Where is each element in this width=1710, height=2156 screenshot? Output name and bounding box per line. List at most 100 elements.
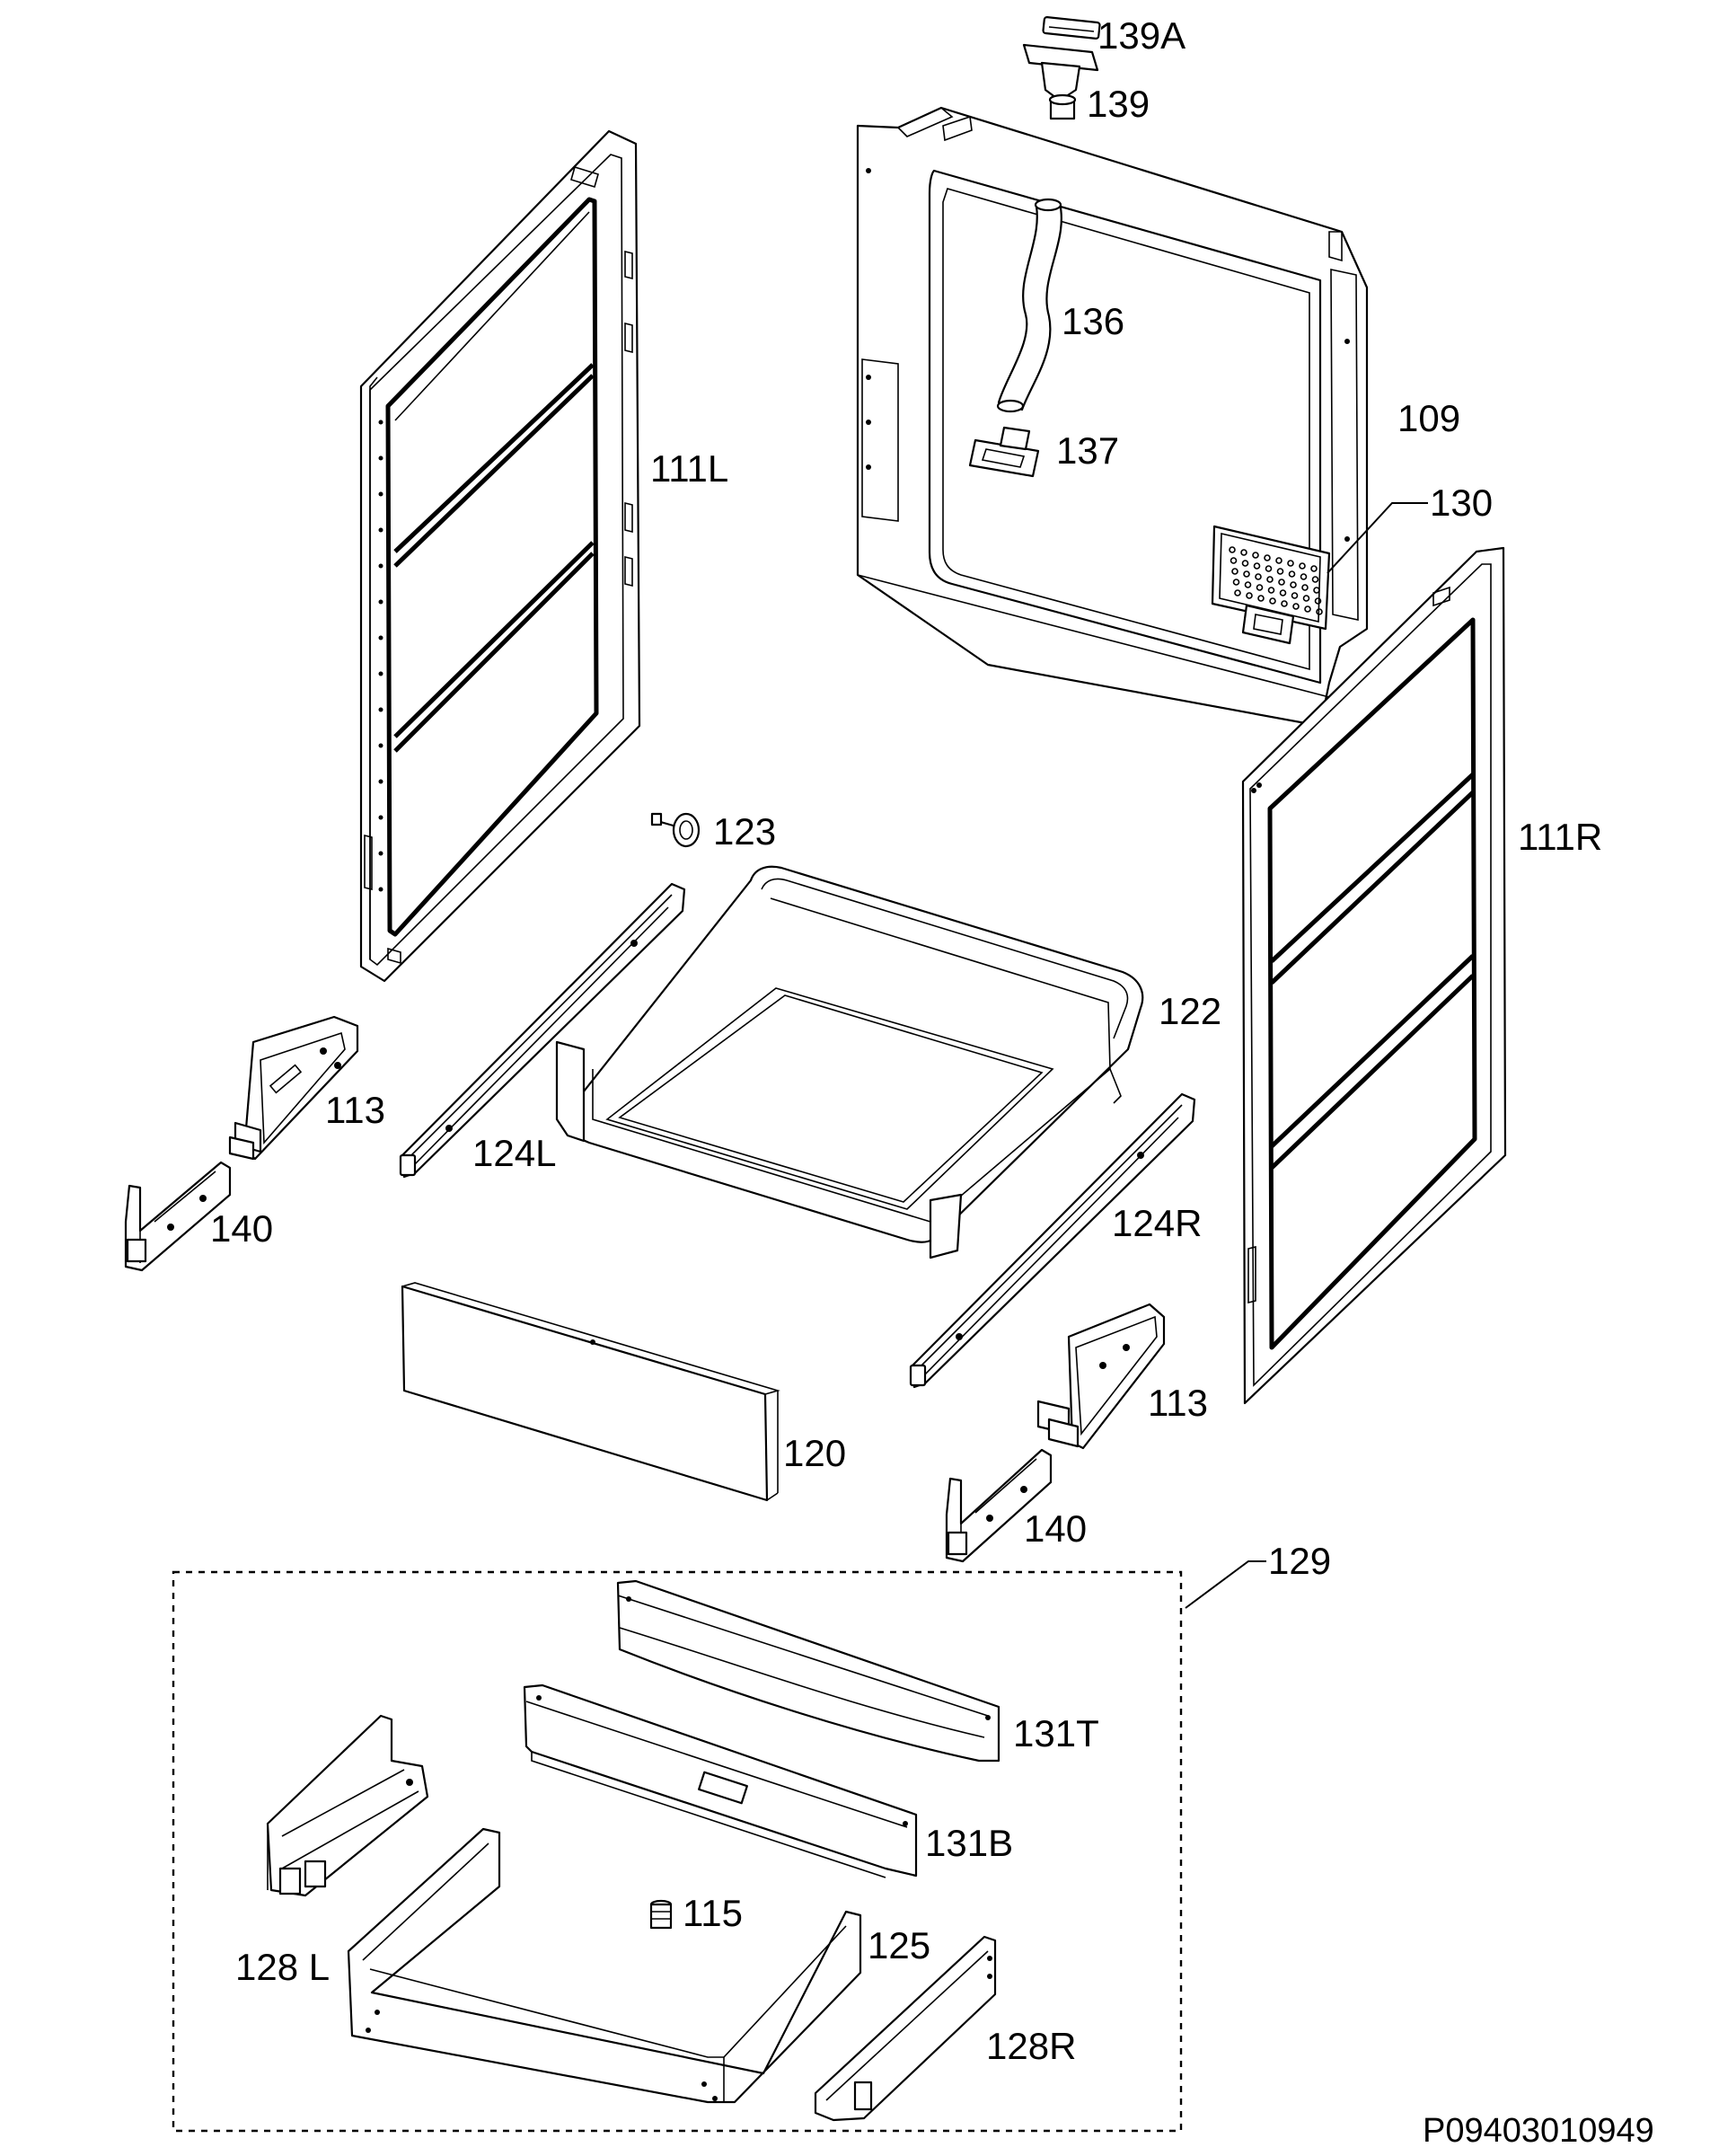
part-111L-drawing — [359, 129, 641, 983]
fixing-hole — [378, 887, 383, 892]
label-139: 139 — [1087, 83, 1150, 125]
vent-hole — [1267, 587, 1275, 594]
vent-hole — [1302, 595, 1310, 602]
vent-hole — [1281, 600, 1288, 607]
label-120: 120 — [783, 1432, 846, 1474]
fixing-hole — [378, 815, 383, 820]
part-128L-drawing — [266, 1714, 429, 1897]
vent-hole — [1266, 576, 1274, 583]
assembly-129-box — [172, 1570, 1183, 2133]
vent-hole — [1291, 592, 1299, 599]
label-122: 122 — [1159, 990, 1221, 1032]
label-136: 136 — [1062, 300, 1124, 342]
vent-hole — [1234, 589, 1241, 596]
vent-hole — [1243, 570, 1250, 578]
vent-hole — [1244, 581, 1252, 588]
label-128R: 128R — [986, 2025, 1076, 2067]
vent-hole — [1256, 584, 1264, 591]
label-131B: 131B — [925, 1822, 1013, 1864]
vent-hole — [1240, 549, 1247, 556]
vent-hole — [1290, 581, 1297, 588]
part-137-drawing — [968, 426, 1040, 478]
label-129: 129 — [1268, 1540, 1331, 1582]
vent-hole — [1292, 603, 1300, 610]
part-123-drawing — [650, 812, 701, 848]
label-137: 137 — [1056, 429, 1119, 472]
vent-hole — [1265, 565, 1273, 572]
label-111R: 111R — [1518, 816, 1602, 858]
part-131B-drawing — [523, 1683, 918, 1878]
vent-hole — [1241, 560, 1249, 567]
vent-hole — [1276, 568, 1284, 575]
vent-hole — [1316, 608, 1323, 615]
fixing-hole — [378, 707, 383, 712]
fixing-hole — [378, 671, 383, 676]
vent-hole — [1253, 562, 1261, 570]
vent-hole — [1255, 573, 1262, 580]
vent-hole — [1252, 552, 1259, 559]
vent-hole — [1275, 557, 1282, 564]
label-130: 130 — [1430, 482, 1493, 524]
vent-hole — [1299, 562, 1306, 570]
label-115: 115 — [683, 1892, 743, 1934]
fixing-hole — [378, 563, 383, 569]
part-130-drawing — [1211, 525, 1331, 645]
fixing-hole — [378, 491, 383, 497]
label-140-right: 140 — [1024, 1507, 1087, 1550]
part-140b-drawing — [945, 1448, 1053, 1563]
part-139A-drawing — [1042, 16, 1101, 40]
vent-hole — [1287, 560, 1294, 567]
part-125-drawing — [347, 1827, 862, 2104]
vent-hole — [1229, 546, 1236, 553]
fixing-hole — [378, 743, 383, 748]
vent-hole — [1288, 570, 1296, 578]
part-128R-drawing — [814, 1935, 997, 2122]
part-115-drawing — [649, 1899, 673, 1930]
label-131T: 131T — [1013, 1712, 1099, 1754]
vent-hole — [1257, 595, 1265, 602]
part-113a-drawing — [228, 1015, 359, 1161]
vent-hole — [1310, 565, 1318, 572]
part-136-drawing — [996, 198, 1062, 413]
part-122-drawing — [555, 865, 1144, 1259]
fixing-hole — [378, 635, 383, 641]
fixing-hole — [378, 420, 383, 425]
label-140-left: 140 — [210, 1207, 273, 1250]
label-111L: 111L — [650, 447, 728, 490]
vent-hole — [1311, 576, 1319, 583]
vent-hole — [1313, 587, 1320, 594]
label-109: 109 — [1397, 397, 1460, 439]
label-113-right: 113 — [1148, 1382, 1208, 1424]
label-123: 123 — [713, 810, 776, 853]
part-124R-drawing — [909, 1092, 1196, 1389]
vent-hole — [1231, 568, 1238, 575]
label-128L: 128 L — [235, 1946, 330, 1988]
part-124L-drawing — [399, 882, 686, 1179]
label-113-left: 113 — [325, 1089, 385, 1131]
vent-hole — [1230, 557, 1238, 564]
leader-129 — [1185, 1560, 1266, 1609]
fixing-hole — [378, 455, 383, 461]
label-139A: 139A — [1097, 14, 1186, 57]
label-124R: 124R — [1112, 1202, 1202, 1244]
fixing-hole — [378, 527, 383, 533]
vent-hole — [1301, 584, 1309, 591]
vent-hole — [1279, 589, 1287, 596]
vent-hole — [1246, 592, 1253, 599]
vent-hole — [1300, 573, 1308, 580]
leader-130 — [1327, 502, 1428, 574]
part-113b-drawing — [1036, 1303, 1166, 1450]
label-124L: 124L — [472, 1132, 556, 1174]
fixing-hole — [378, 851, 383, 856]
fixing-hole — [378, 599, 383, 605]
vent-hole — [1314, 597, 1322, 605]
part-120-drawing — [401, 1282, 780, 1502]
vent-hole — [1232, 579, 1240, 586]
part-131T-drawing — [616, 1579, 1000, 1763]
vent-hole — [1304, 605, 1311, 613]
part-140a-drawing — [124, 1161, 232, 1272]
fixing-hole — [378, 779, 383, 784]
part-139-drawing — [1022, 43, 1099, 120]
